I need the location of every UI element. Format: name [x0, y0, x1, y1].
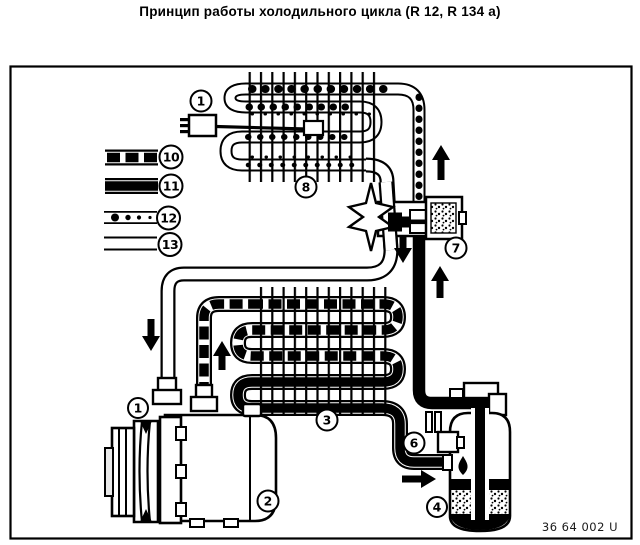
legend-item-high-pressure-vapor: 10 [105, 144, 184, 170]
page-title: Принцип работы холодильного цикла (R 12,… [139, 4, 501, 19]
svg-text:1: 1 [134, 400, 143, 415]
legend-item-low-pressure-liquid: 13 [104, 232, 183, 257]
bolt [175, 426, 187, 441]
svg-text:8: 8 [302, 179, 311, 194]
sensor-clamp [302, 119, 325, 137]
desiccant [486, 490, 508, 518]
temperature-switch [180, 113, 325, 138]
expansion-valve [346, 181, 467, 252]
callout-evaporator: 8 [294, 175, 318, 199]
svg-text:4: 4 [433, 499, 442, 514]
svg-text:3: 3 [323, 412, 332, 427]
flow-arrow-up-liquid [431, 266, 449, 298]
svg-text:6: 6 [410, 435, 419, 450]
legend-label-11: 11 [163, 178, 179, 193]
legend: 10 11 12 [104, 144, 184, 257]
clutch-pulley [104, 419, 160, 524]
flow-arrow-right-to-drier [402, 470, 436, 488]
svg-text:7: 7 [452, 240, 461, 255]
callout-compressor: 2 [256, 489, 280, 513]
suction-pipe [160, 157, 399, 394]
valve-nozzle [388, 212, 402, 232]
flow-arrow-down-suction [394, 237, 412, 263]
plug-pin [180, 118, 189, 122]
bolt [175, 502, 187, 517]
callout-magnetic-clutch: 1 [127, 397, 149, 419]
doc-code: 36 64 002 U [542, 520, 618, 534]
flow-arrow-up-discharge [213, 341, 231, 370]
legend-label-13: 13 [162, 237, 178, 252]
svg-text:1: 1 [197, 93, 206, 108]
callouts: 1 8 7 3 1 2 6 [127, 89, 468, 518]
callout-receiver-drier: 4 [426, 496, 448, 518]
legend-item-high-pressure-liquid: 11 [105, 173, 184, 199]
sight-glass [425, 411, 465, 454]
plug-pin [180, 124, 189, 128]
callout-condenser: 3 [315, 408, 339, 432]
flow-arrows [142, 145, 450, 488]
flow-arrow-down-to-compressor [142, 319, 160, 351]
plug-pin [180, 130, 189, 134]
legend-item-low-pressure-vapor: 12 [104, 205, 181, 231]
svg-text:2: 2 [264, 493, 273, 508]
valve-filter [430, 202, 457, 234]
discharge-pipe [196, 296, 256, 397]
compressor [104, 376, 278, 528]
legend-label-10: 10 [163, 149, 180, 164]
capillary-line [215, 124, 307, 131]
callout-expansion-valve: 7 [444, 236, 468, 260]
callout-sight-glass: 6 [402, 431, 426, 455]
pickup-tube [475, 398, 485, 520]
legend-label-12: 12 [160, 210, 176, 225]
bolt [175, 464, 187, 479]
valve-diaphragm [346, 182, 396, 252]
drier-inlet [442, 454, 453, 471]
liquid-drop [458, 456, 468, 475]
liquid-pipe [412, 232, 497, 410]
flow-arrow-up-to-evaporator [432, 145, 450, 180]
desiccant [452, 490, 473, 518]
switch-body [187, 113, 218, 138]
clutch-plate [110, 426, 136, 518]
callout-temperature-switch: 1 [189, 89, 213, 113]
